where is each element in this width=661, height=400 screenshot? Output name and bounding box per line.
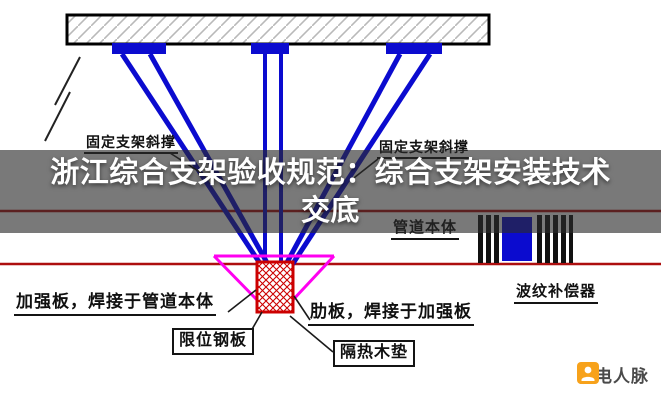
brand-logo-icon: [577, 362, 599, 384]
overlay-title-line-2: 交底: [300, 194, 360, 227]
ceiling-beam: [65, 13, 491, 46]
limit-plate-box: [255, 260, 295, 314]
title-overlay: 浙江综合支架验收规范：综合支架安装技术 交底: [0, 150, 661, 233]
bellows-compensator: [478, 215, 573, 263]
label-limit-plate: 限位钢板: [172, 328, 255, 356]
overlay-title-line-1: 浙江综合支架验收规范：综合支架安装技术: [50, 156, 611, 189]
brand-watermark: 机电人脉: [577, 362, 649, 387]
label-insulation-pad: 隔热木垫: [333, 340, 416, 368]
anchor-plates: [112, 43, 442, 54]
label-compensator: 波纹补偿器: [514, 283, 599, 305]
break-lines: [44, 56, 81, 142]
label-reinforce-plate: 加强板，焊接于管道本体: [14, 292, 216, 316]
label-rib-plate: 肋板，焊接于加强板: [308, 302, 474, 326]
